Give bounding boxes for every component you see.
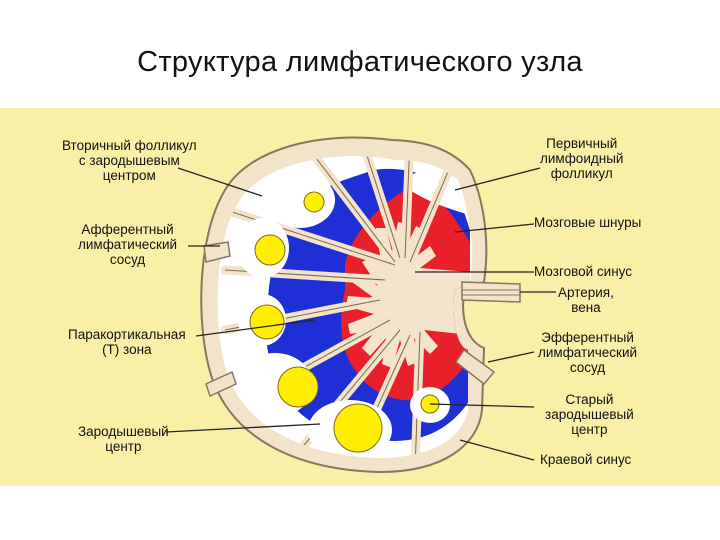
label-secondary-follicle: Вторичный фолликул с зародышевым центром — [62, 138, 197, 183]
label-medullary-sinus: Мозговой синус — [534, 264, 632, 279]
label-marginal-sinus: Краевой синус — [540, 452, 632, 467]
label-medullary-cords: Мозговые шнуры — [534, 215, 642, 230]
leader-lines — [165, 167, 556, 461]
label-primary-follicle: Первичный лимфоидный фолликул — [540, 136, 624, 181]
afferent-vessels — [203, 241, 237, 398]
label-efferent-vessel: Эфферентный лимфатический сосуд — [538, 330, 638, 375]
label-artery-vein: Артерия, вена — [558, 285, 614, 315]
label-afferent-vessel: Афферентный лимфатический сосуд — [78, 222, 178, 267]
page-title: Структура лимфатического узла — [137, 46, 583, 78]
label-germinal-center: Зародышевый центр — [78, 424, 169, 454]
vessel-lines — [462, 289, 520, 296]
label-paracortical-zone: Паракортикальная (Т) зона — [68, 327, 186, 357]
germinal-centers — [249, 191, 440, 453]
label-old-germinal-center: Старый зародышевый центр — [545, 392, 634, 437]
hilum-vessels — [454, 281, 521, 386]
